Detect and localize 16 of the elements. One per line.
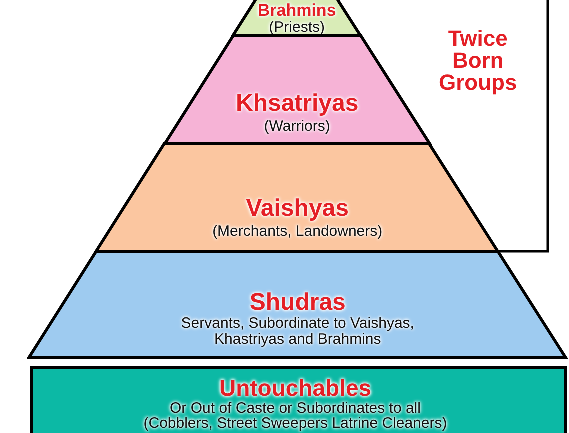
bracket-label: Twice Born Groups — [439, 28, 518, 94]
tier-description: (Merchants, Landowners) — [212, 222, 383, 242]
tier-title: Shudras — [250, 290, 346, 316]
tier-description: (Cobblers, Street Sweepers Latrine Cleaners) — [144, 416, 448, 431]
pyramid-tier — [94, 142, 501, 254]
pyramid-tier — [27, 250, 568, 360]
tier-description: (Warriors) — [264, 117, 330, 137]
tier-title: Brahmins — [258, 1, 336, 20]
tier-title: Untouchables — [219, 376, 372, 401]
pyramid-tier — [162, 34, 432, 146]
tier-description: Servants, Subordinate to Vaishyas, Khastriyas and Brahmins — [180, 316, 416, 348]
base-box — [30, 366, 567, 433]
tier-description: (Priests) — [269, 20, 325, 36]
tier-description: Or Out of Caste or Subordinates to all — [170, 401, 421, 416]
tier-title: Khsatriyas — [236, 91, 359, 117]
tier-title: Vaishyas — [246, 196, 349, 222]
